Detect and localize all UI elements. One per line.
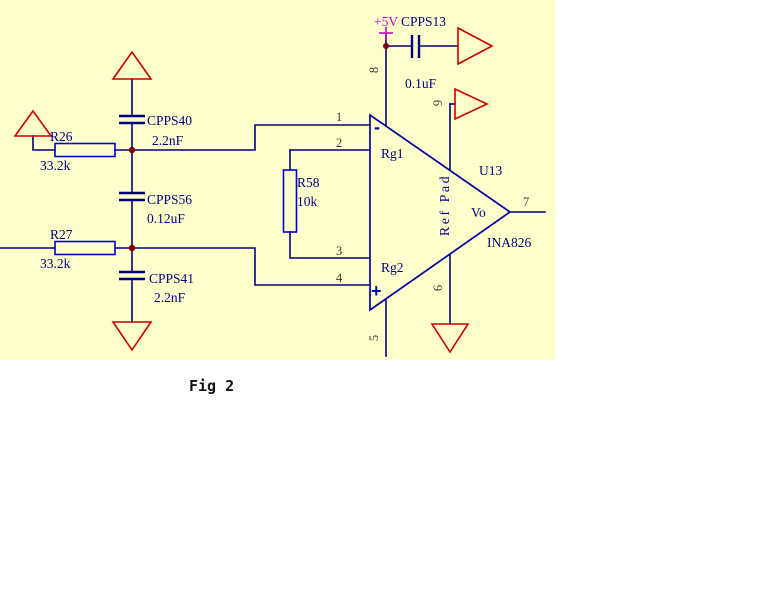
power-arrow-up-icon [111, 50, 153, 80]
pin4-number: 4 [336, 271, 343, 285]
power-symbols [13, 26, 494, 354]
r26-ref-label: R26 [50, 129, 73, 144]
resistor-r58-body [282, 169, 298, 233]
capacitor-cpps56 [119, 191, 145, 202]
junction-lower-node [128, 244, 136, 252]
wire-node-to-pin4 [131, 247, 371, 286]
vo-output-label: Vo [471, 205, 486, 220]
opamp-u13-body [369, 113, 512, 312]
inverting-input-sign: - [374, 117, 380, 137]
capacitor-cpps40 [119, 114, 145, 125]
cpps56-ref-label: CPPS56 [147, 192, 192, 207]
capacitor-cpps41 [119, 270, 145, 281]
pin2-number: 2 [336, 136, 342, 150]
r58-value-label: 10k [297, 194, 318, 209]
pin8-number: 8 [367, 67, 381, 73]
r27-value-label: 33.2k [40, 256, 71, 271]
power-arrow-right-top-icon [457, 26, 494, 66]
wires [0, 33, 546, 357]
cpps41-ref-label: CPPS41 [149, 271, 194, 286]
wire-node-to-pin1 [131, 124, 371, 151]
pin3-number: 3 [336, 244, 342, 258]
rg1-label: Rg1 [381, 146, 404, 161]
rg2-label: Rg2 [381, 260, 404, 275]
wire-port-to-r26 [32, 135, 56, 151]
junction-upper-node [128, 146, 136, 154]
cpps40-ref-label: CPPS40 [147, 113, 192, 128]
vcc-label: +5V [374, 14, 398, 29]
pin5-number: 5 [367, 335, 381, 341]
r26-value-label: 33.2k [40, 158, 71, 173]
cpps40-value-label: 2.2nF [152, 133, 184, 148]
power-arrow-up-left-icon [13, 109, 53, 137]
pin9-number: 9 [431, 100, 445, 106]
r27-ref-label: R27 [50, 227, 73, 242]
pin7-number: 7 [523, 195, 529, 209]
wire-r58-bottom-to-pin3 [289, 231, 371, 259]
cpps13-ref-label: CPPS13 [401, 14, 446, 29]
cpps56-value-label: 0.12uF [147, 211, 185, 226]
cpps13-value-label: 0.1uF [405, 76, 437, 91]
resistor-r26-body [54, 142, 116, 158]
capacitor-cpps13 [410, 35, 421, 58]
ground-arrow-down-right-icon [430, 323, 470, 354]
cpps41-value-label: 2.2nF [154, 290, 186, 305]
schematic-sheet [0, 0, 555, 360]
ground-arrow-down-icon [111, 321, 153, 352]
pin1-number: 1 [336, 110, 342, 124]
power-arrow-right-pin9-icon [454, 87, 489, 121]
junction-supply-node [383, 43, 389, 49]
pin6-number: 6 [431, 285, 445, 291]
u13-ref-label: U13 [479, 163, 502, 178]
r58-ref-label: R58 [297, 175, 320, 190]
vcc-port-cross-icon [379, 27, 393, 40]
noninverting-input-sign: + [371, 281, 382, 301]
ref-pad-label: Ref Pad [438, 174, 453, 236]
figure-caption: Fig 2 [189, 377, 234, 395]
u13-part-label: INA826 [487, 235, 531, 250]
resistor-r27-body [54, 240, 116, 256]
